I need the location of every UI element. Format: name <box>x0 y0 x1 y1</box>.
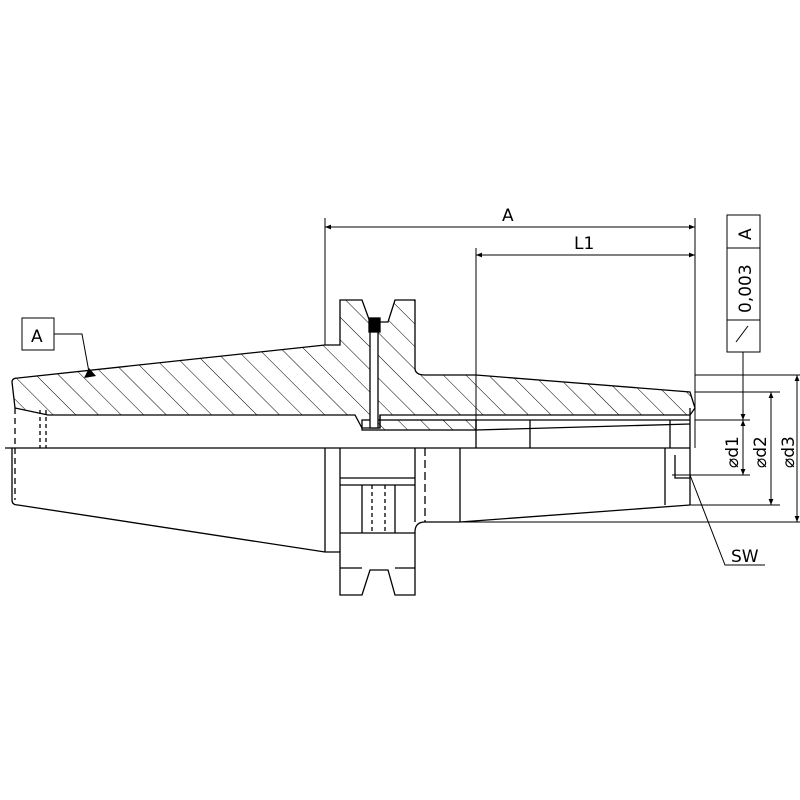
d1-label: ⌀d1 <box>723 436 743 468</box>
taper-lower <box>11 448 691 596</box>
taper-section <box>11 299 696 429</box>
dim-a-label: A <box>502 206 514 226</box>
coolant-bore <box>369 329 379 429</box>
sw-leader <box>689 474 765 566</box>
datum-leader <box>54 333 90 373</box>
d2-label: ⌀d2 <box>751 436 771 468</box>
d3-label: ⌀d3 <box>779 436 799 468</box>
datum-triangle <box>84 368 96 378</box>
dim-l1-label: L1 <box>574 234 594 254</box>
seal-icon <box>368 317 381 333</box>
runout-icon <box>735 325 749 343</box>
coolant-sleeve <box>361 419 477 431</box>
tolerance-frame <box>726 214 761 353</box>
sw-label: SW <box>731 547 759 567</box>
tolerance-datum: A <box>736 228 756 240</box>
tolerance-value: 0,003 <box>736 264 756 313</box>
datum-box <box>21 317 55 351</box>
datum-label: A <box>31 327 43 347</box>
